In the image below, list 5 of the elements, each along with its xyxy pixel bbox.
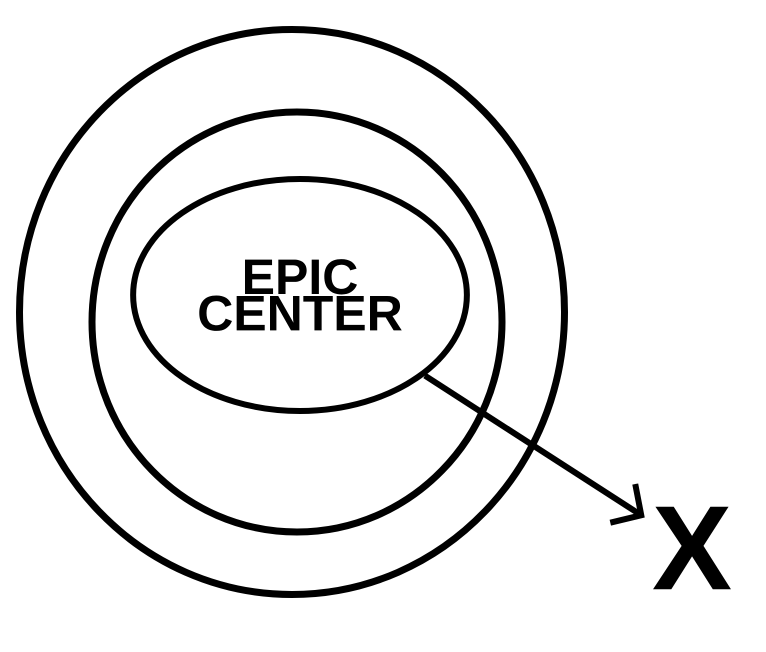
middle-ring — [88, 108, 506, 536]
letter-text: X — [653, 506, 731, 590]
outer-ring — [16, 26, 568, 598]
arrow — [423, 373, 645, 526]
inner-ring: EPIC CENTER — [130, 176, 470, 414]
